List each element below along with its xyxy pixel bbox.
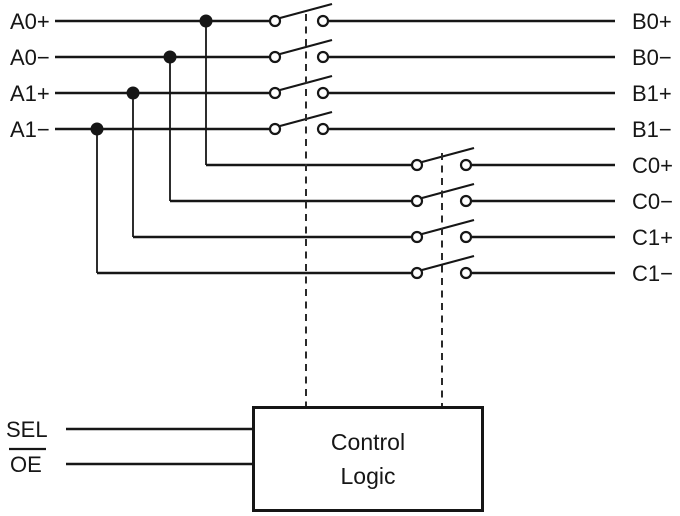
control-section: SEL OE Control Logic bbox=[6, 14, 484, 512]
switch-blade-icon bbox=[421, 254, 475, 272]
output-label-c1-minus: C1− bbox=[632, 261, 673, 286]
output-label-b0-minus: B0− bbox=[632, 45, 672, 70]
spst-switch-icon-c1-minus bbox=[410, 254, 475, 280]
spst-switch-icon-c0-plus bbox=[410, 146, 475, 172]
switch-blade-icon bbox=[279, 2, 333, 20]
switch-contact-icon bbox=[268, 86, 282, 100]
switch-contact-icon bbox=[268, 14, 282, 28]
signal-row-a1-plus: A1+ B1+ bbox=[10, 74, 672, 237]
switch-blade-icon bbox=[421, 182, 475, 200]
switch-contact-icon bbox=[316, 14, 330, 28]
input-label-a1-minus: A1− bbox=[10, 117, 50, 142]
switch-blade-icon bbox=[421, 146, 475, 164]
input-label-a0-plus: A0+ bbox=[10, 9, 50, 34]
signal-row-a0-minus: A0− B0− bbox=[10, 38, 672, 201]
switch-contact-icon bbox=[268, 50, 282, 64]
output-label-b0-plus: B0+ bbox=[632, 9, 672, 34]
spst-switch-icon-b1-minus bbox=[268, 110, 333, 136]
switch-blade-icon bbox=[279, 38, 333, 56]
spst-switch-icon-b0-minus bbox=[268, 38, 333, 64]
switch-contact-icon bbox=[459, 194, 473, 208]
control-logic-title-line2: Logic bbox=[341, 463, 396, 489]
input-label-a1-plus: A1+ bbox=[10, 81, 50, 106]
signal-row-c1-minus: C1− bbox=[97, 254, 673, 286]
switch-contact-icon bbox=[316, 86, 330, 100]
spst-switch-icon-c1-plus bbox=[410, 218, 475, 244]
control-input-label-oe: OE bbox=[10, 452, 42, 477]
input-label-a0-minus: A0− bbox=[10, 45, 50, 70]
switch-contact-icon bbox=[410, 266, 424, 280]
switch-contact-icon bbox=[316, 122, 330, 136]
output-label-c0-minus: C0− bbox=[632, 189, 673, 214]
switch-contact-icon bbox=[459, 266, 473, 280]
signal-row-c0-minus: C0− bbox=[170, 182, 673, 214]
switch-contact-icon bbox=[459, 230, 473, 244]
signal-row-a0-plus: A0+ B0+ bbox=[10, 2, 672, 165]
signal-row-c0-plus: C0+ bbox=[206, 146, 673, 178]
switch-contact-icon bbox=[410, 230, 424, 244]
spst-switch-icon-b0-plus bbox=[268, 2, 333, 28]
switch-contact-icon bbox=[459, 158, 473, 172]
control-logic-title-line1: Control bbox=[331, 429, 405, 455]
switch-blade-icon bbox=[421, 218, 475, 236]
switch-contact-icon bbox=[316, 50, 330, 64]
switch-contact-icon bbox=[410, 158, 424, 172]
switch-contact-icon bbox=[410, 194, 424, 208]
control-input-label-sel: SEL bbox=[6, 417, 48, 442]
signal-row-c1-plus: C1+ bbox=[133, 218, 673, 250]
control-logic-box bbox=[252, 406, 484, 512]
signal-row-a1-minus: A1− B1− bbox=[10, 110, 672, 273]
spst-switch-icon-b1-plus bbox=[268, 74, 333, 100]
output-label-b1-minus: B1− bbox=[632, 117, 672, 142]
output-label-c0-plus: C0+ bbox=[632, 153, 673, 178]
output-label-b1-plus: B1+ bbox=[632, 81, 672, 106]
output-label-c1-plus: C1+ bbox=[632, 225, 673, 250]
switch-contact-icon bbox=[268, 122, 282, 136]
